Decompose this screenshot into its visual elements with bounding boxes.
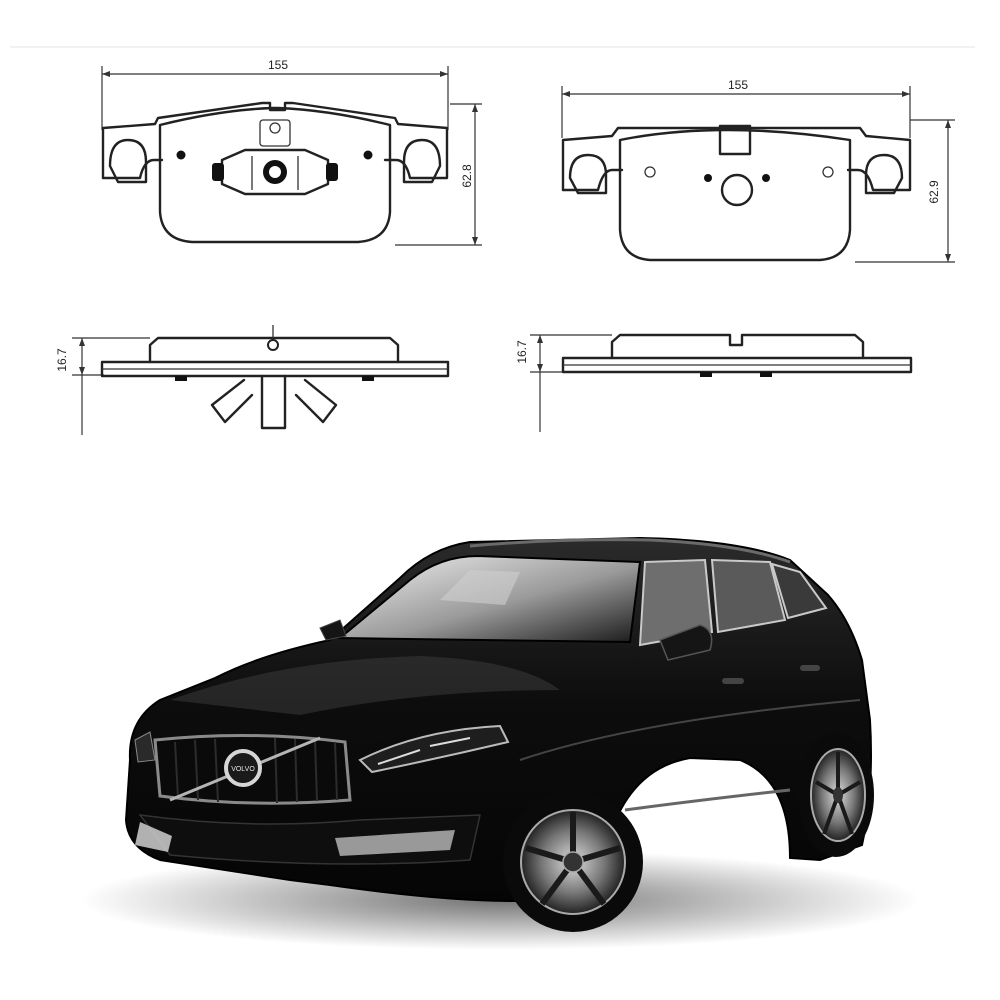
side-chrome-strip [624,788,791,812]
center-clip [212,119,338,196]
car-photo: VOLVO [80,536,920,950]
rear-wheel [798,733,874,857]
width-label: 155 [728,78,748,92]
width-label: 155 [268,58,288,72]
height-label: 62.9 [927,180,941,204]
thickness-dimension-right: 16.7 [515,334,612,432]
left-mirror [319,619,347,641]
door-handle [722,678,744,684]
brake-pad-side-view-left: 16.7 [55,325,450,435]
headlight [358,724,510,774]
grille-badge-text: VOLVO [231,766,255,773]
hood-reflection [170,656,560,715]
height-dimension-right: 62.9 [855,119,955,263]
rear-side-window [710,558,787,634]
thickness-label: 16.7 [55,348,69,372]
side-mirror [659,624,713,661]
quarter-window [770,562,828,620]
fog-light-trim [135,822,172,852]
width-dimension-right: 155 [561,78,911,138]
left-headlight [134,731,156,763]
bumper-trim [335,830,455,856]
brake-pad-front-view-left: 155 62.8 [101,58,482,246]
height-dimension-left: 62.8 [395,103,482,246]
front-side-window [638,558,714,647]
width-dimension-left: 155 [101,58,449,130]
roof-line [469,538,791,564]
front-wheel [503,792,643,932]
door-handle [800,665,820,671]
grille-badge [224,749,262,787]
brake-pad-front-view-right: 155 62.9 [561,78,955,263]
brake-pad-side-view-right: 16.7 [515,333,913,432]
thickness-label: 16.7 [515,340,529,364]
height-label: 62.8 [460,164,474,188]
thickness-dimension-left: 16.7 [55,337,150,435]
